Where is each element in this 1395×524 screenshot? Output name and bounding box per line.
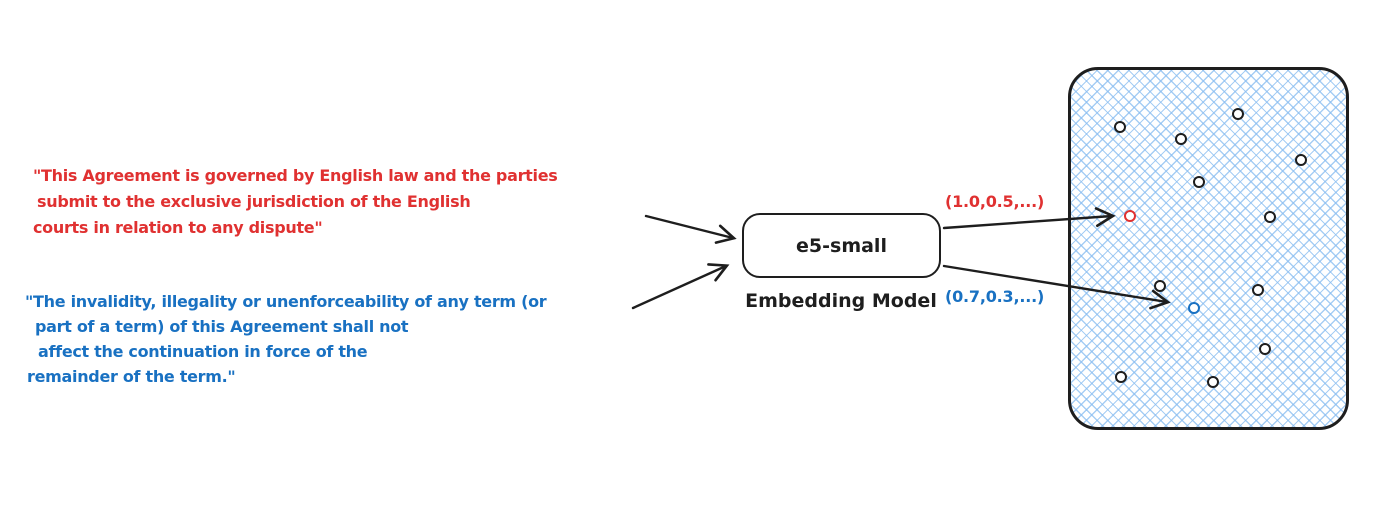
- black-embedding-dot: [1207, 376, 1219, 388]
- black-embedding-dot: [1295, 154, 1307, 166]
- embedding-space-dots: [1071, 70, 1346, 427]
- quote-line: remainder of the term.": [27, 367, 236, 386]
- blue-quote-text: "The invalidity, illegality or unenforce…: [25, 289, 547, 389]
- embedding-model-box: e5-small: [742, 213, 941, 278]
- blue-vector-label: (0.7,0.3,...): [945, 287, 1045, 306]
- input-arrow-blue: [631, 263, 730, 310]
- red-embedding-dot: [1124, 210, 1136, 222]
- embedding-model-caption: Embedding Model: [745, 290, 937, 312]
- black-embedding-dot: [1114, 121, 1126, 133]
- black-embedding-dot: [1193, 176, 1205, 188]
- quote-line: part of a term) of this Agreement shall …: [35, 317, 409, 336]
- black-embedding-dot: [1115, 371, 1127, 383]
- model-name-label: e5-small: [796, 234, 887, 257]
- red-quote-text: "This Agreement is governed by English l…: [33, 163, 558, 241]
- black-embedding-dot: [1175, 133, 1187, 145]
- black-embedding-dot: [1264, 211, 1276, 223]
- black-embedding-dot: [1232, 108, 1244, 120]
- red-vector-label: (1.0,0.5,...): [945, 192, 1045, 211]
- input-arrow-red: [644, 214, 737, 244]
- quote-line: courts in relation to any dispute": [33, 218, 323, 237]
- blue-embedding-dot: [1188, 302, 1200, 314]
- quote-line: submit to the exclusive jurisdiction of …: [37, 192, 471, 211]
- quote-line: "The invalidity, illegality or unenforce…: [25, 292, 547, 311]
- black-embedding-dot: [1252, 284, 1264, 296]
- embedding-space-panel: [1068, 67, 1349, 430]
- quote-line: "This Agreement is governed by English l…: [33, 166, 558, 185]
- black-embedding-dot: [1154, 280, 1166, 292]
- black-embedding-dot: [1259, 343, 1271, 355]
- quote-line: affect the continuation in force of the: [38, 342, 368, 361]
